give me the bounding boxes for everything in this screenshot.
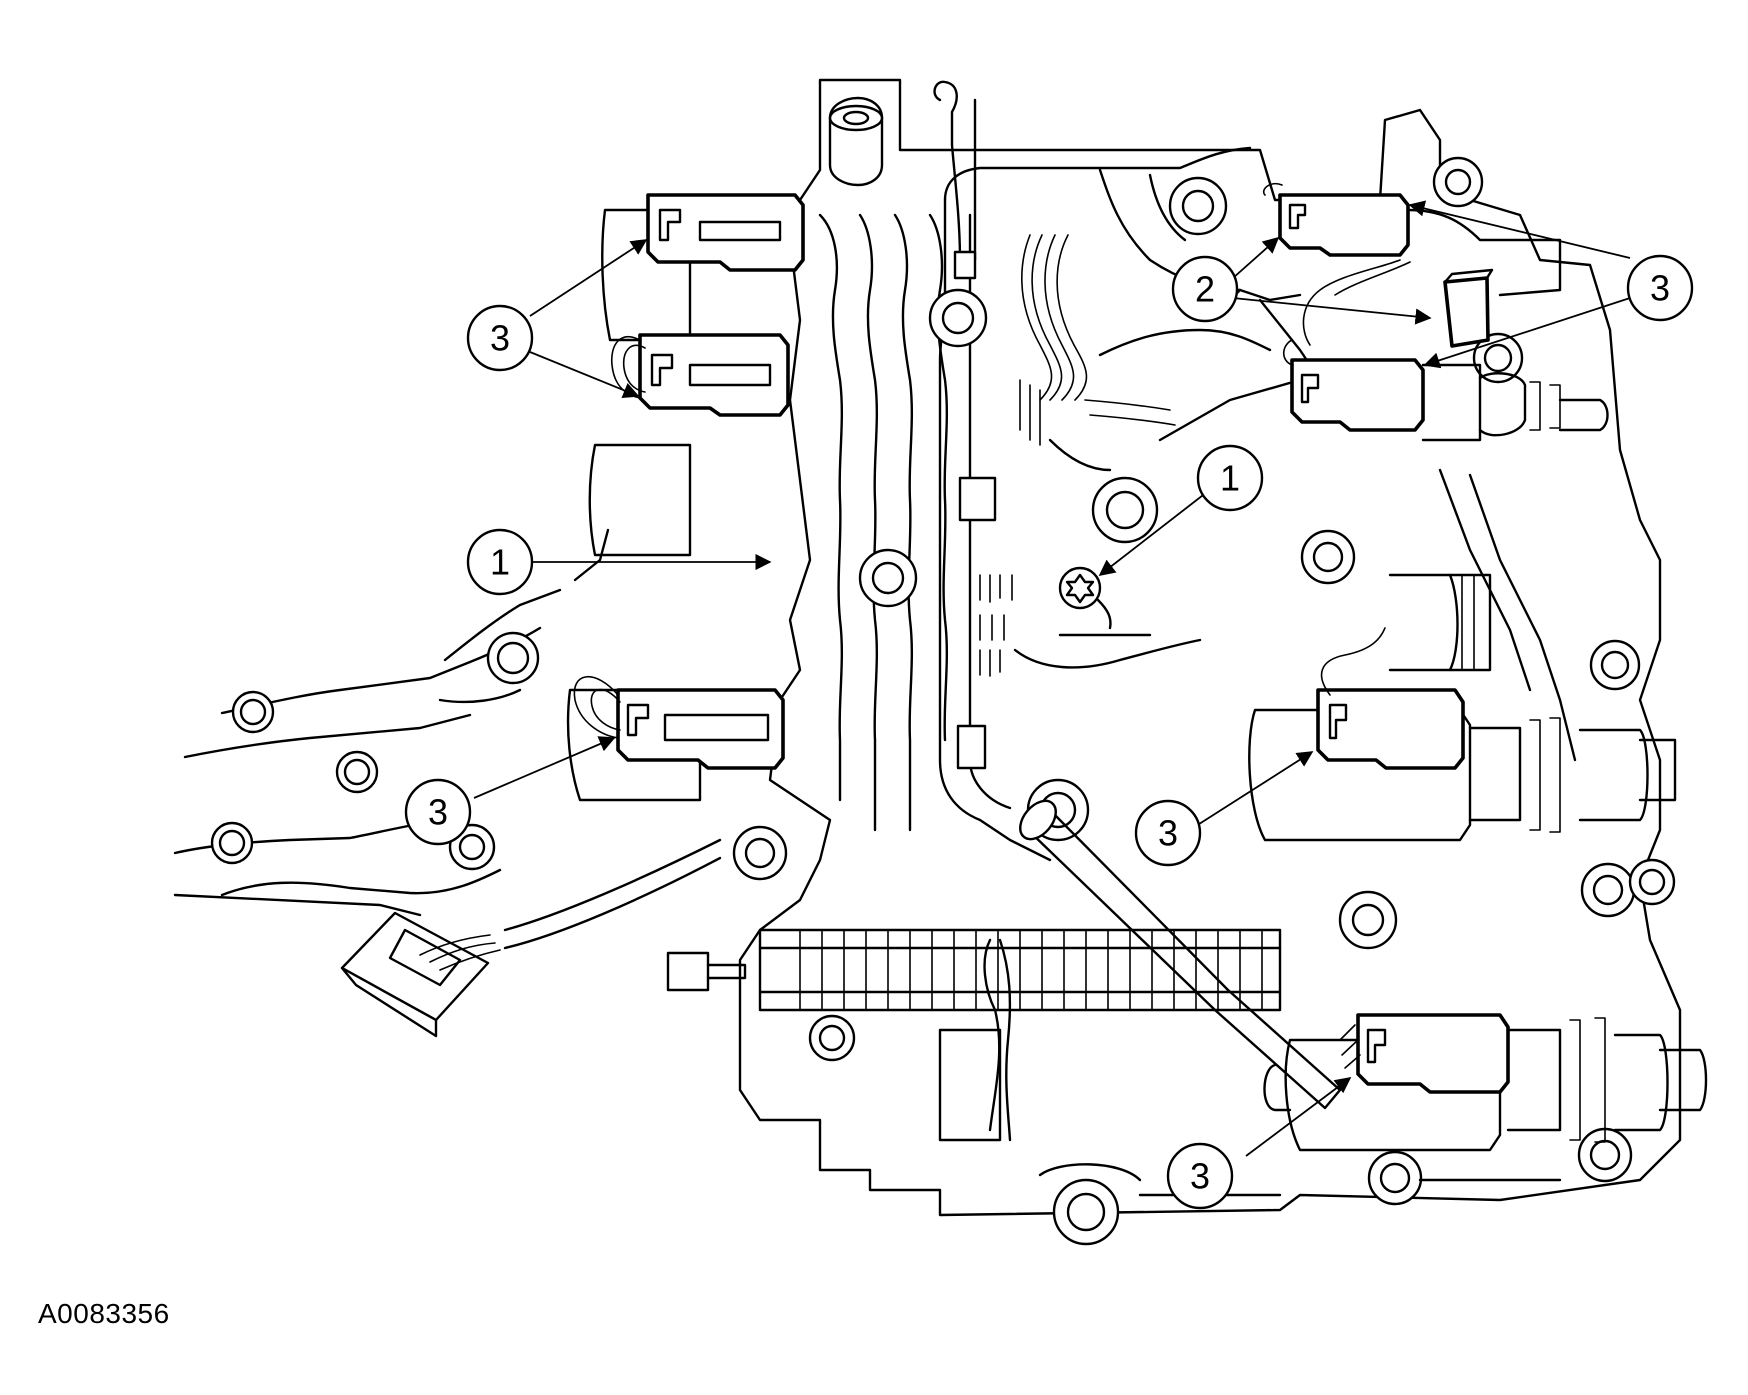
figure-id-label: A0083356 (38, 1298, 170, 1329)
callout-label: 3 (428, 792, 448, 833)
callout-label: 2 (1195, 269, 1215, 310)
callout-3-bottom: 3 (1166, 1142, 1234, 1210)
callout-label: 1 (490, 542, 510, 583)
callout-1-center: 1 (1196, 444, 1264, 512)
left-bracket (173, 528, 610, 917)
connector-item-2 (1302, 259, 1494, 348)
callout-label: 3 (1190, 1156, 1210, 1197)
solenoid-mid-right (1282, 339, 1609, 442)
callout-3-top-right: 3 (1626, 254, 1694, 322)
solenoid-right-middle (1248, 627, 1677, 842)
harness-connector (340, 838, 722, 1038)
callout-label: 3 (490, 318, 510, 359)
callout-3-right-middle: 3 (1134, 799, 1202, 867)
callout-label: 1 (1220, 458, 1240, 499)
solenoid-mid-left (588, 333, 790, 557)
callout-2: 2 (1171, 255, 1239, 323)
callout-3-lower-left: 3 (404, 778, 472, 846)
solenoid-top-right (1263, 182, 1562, 297)
callout-1-left: 1 (466, 528, 534, 596)
solenoid-lower-left (566, 676, 785, 802)
spool-right-upper (1388, 573, 1492, 672)
callout-3-top-left: 3 (466, 304, 534, 372)
callout-leaders (473, 200, 1631, 1157)
main-casting (666, 78, 1682, 1246)
solenoid-top-left (601, 193, 805, 342)
callout-label: 3 (1158, 813, 1178, 854)
callout-label: 3 (1650, 268, 1670, 309)
